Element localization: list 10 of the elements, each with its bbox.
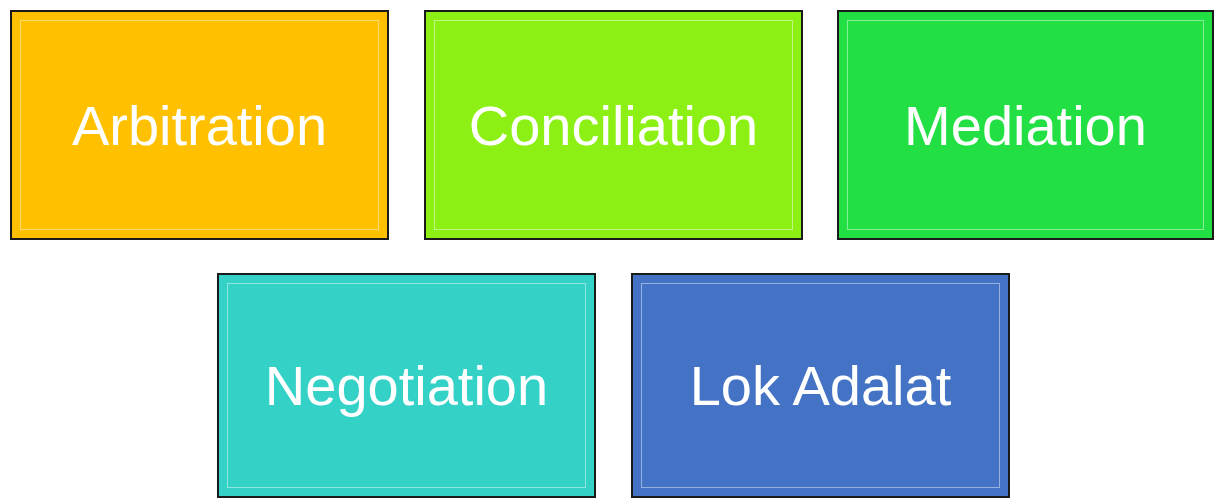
category-box xyxy=(10,10,389,240)
category-box xyxy=(217,273,596,498)
box-label: Lok Adalat xyxy=(689,353,952,418)
category-box xyxy=(837,10,1214,240)
box-label: Negotiation xyxy=(264,353,549,418)
category-box xyxy=(424,10,803,240)
box-label: Conciliation xyxy=(468,92,759,158)
box-label: Arbitration xyxy=(71,92,328,158)
box-label: Mediation xyxy=(904,92,1147,158)
category-box xyxy=(631,273,1010,498)
